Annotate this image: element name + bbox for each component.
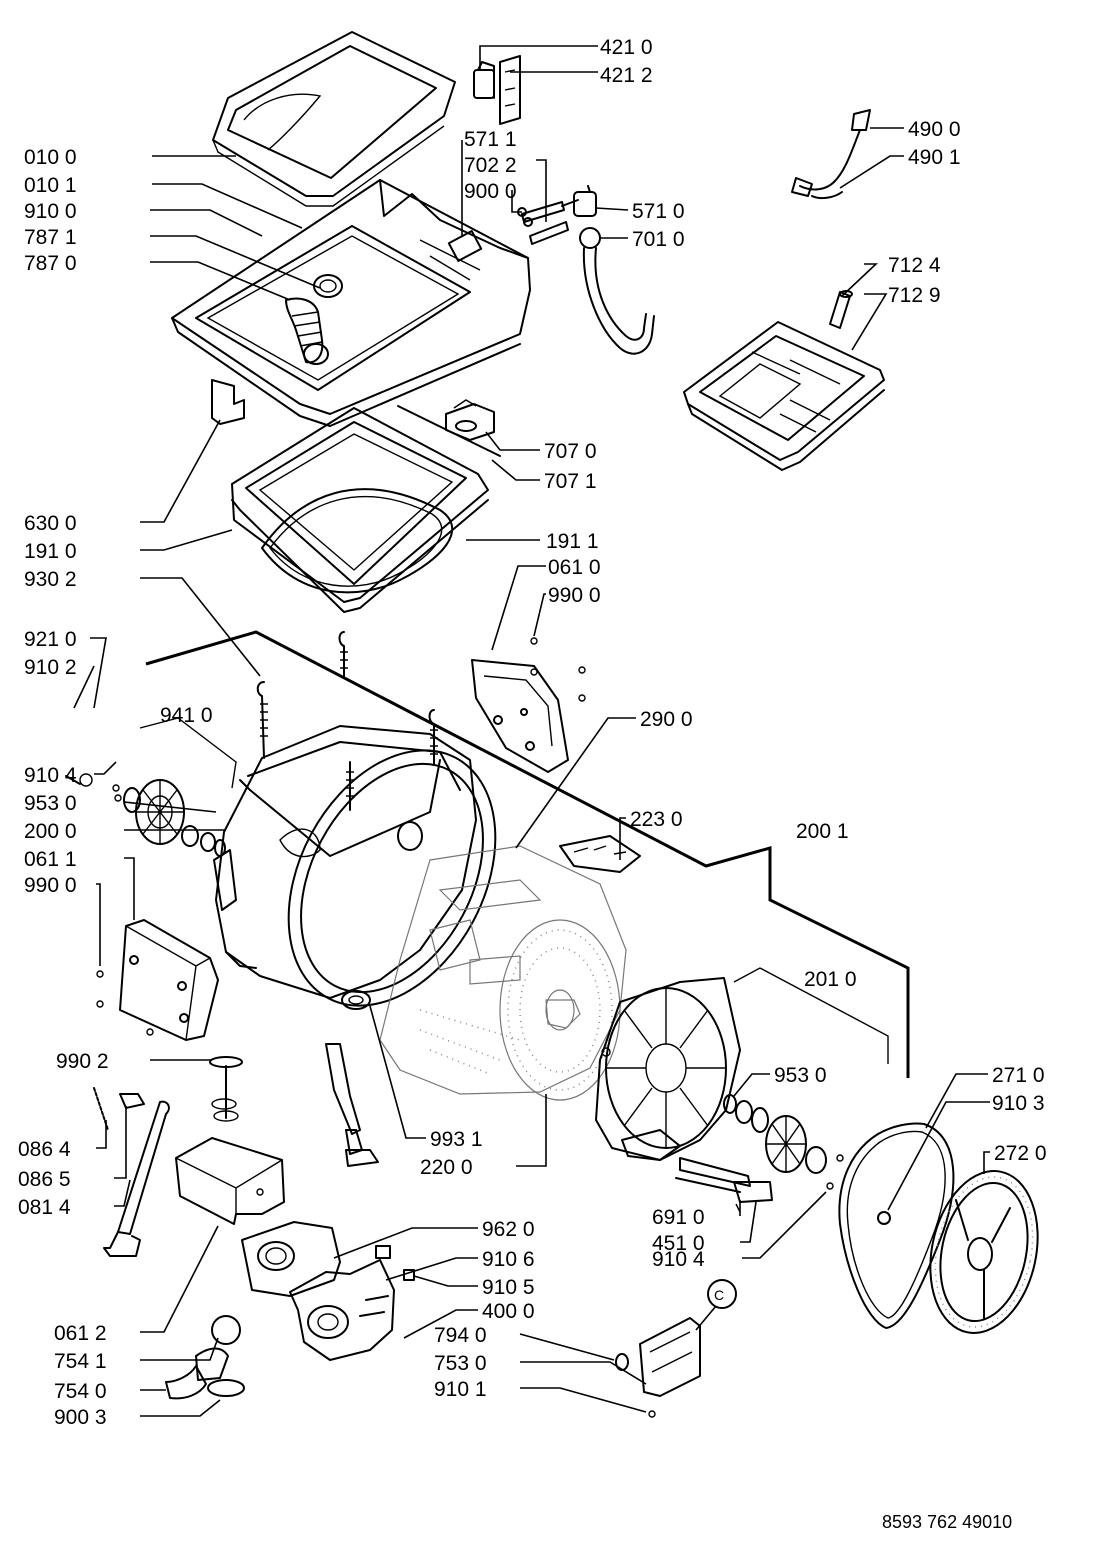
label-990-2: 990 2 bbox=[56, 1050, 109, 1073]
bellows-hose-part bbox=[285, 274, 343, 365]
label-451-0: 451 0 bbox=[652, 1232, 705, 1255]
label-993-1: 993 1 bbox=[430, 1128, 483, 1151]
label-990-0-mid: 990 0 bbox=[24, 874, 77, 897]
label-921-0: 921 0 bbox=[24, 628, 77, 651]
tub-back-part bbox=[595, 977, 741, 1161]
counterweight-part bbox=[471, 637, 586, 773]
label-061-1: 061 1 bbox=[24, 848, 77, 871]
label-753-0: 753 0 bbox=[434, 1352, 487, 1375]
label-191-0: 191 0 bbox=[24, 540, 77, 563]
dispenser-part bbox=[683, 290, 885, 471]
pump-cover-part bbox=[175, 1137, 285, 1225]
label-900-0-top: 900 0 bbox=[464, 180, 517, 203]
suspension-springs-part bbox=[256, 631, 438, 811]
label-990-0-top: 990 0 bbox=[548, 584, 601, 607]
label-400-0: 400 0 bbox=[482, 1300, 535, 1323]
label-900-3: 900 3 bbox=[54, 1406, 107, 1429]
bearing-right-part bbox=[723, 1094, 844, 1190]
label-490-0: 490 0 bbox=[908, 118, 961, 141]
label-010-1: 010 1 bbox=[24, 174, 77, 197]
label-712-9: 712 9 bbox=[888, 284, 941, 307]
leader-lines bbox=[73, 45, 990, 1417]
tub-ring-part bbox=[231, 407, 489, 613]
switch-part bbox=[473, 55, 521, 125]
label-707-0: 707 0 bbox=[544, 440, 597, 463]
label-754-0: 754 0 bbox=[54, 1380, 107, 1403]
label-787-1: 787 1 bbox=[24, 226, 77, 249]
label-086-4: 086 4 bbox=[18, 1138, 71, 1161]
label-271-0: 271 0 bbox=[992, 1064, 1045, 1087]
front-weight-part bbox=[96, 919, 219, 1041]
label-191-1: 191 1 bbox=[546, 530, 599, 553]
label-910-5: 910 5 bbox=[482, 1276, 535, 1299]
label-223-0: 223 0 bbox=[630, 808, 683, 831]
label-787-0: 787 0 bbox=[24, 252, 77, 275]
label-962-0: 962 0 bbox=[482, 1218, 535, 1241]
callout-c-label: C bbox=[714, 1287, 724, 1303]
pulley-part bbox=[929, 1170, 1039, 1334]
label-421-2: 421 2 bbox=[600, 64, 653, 87]
label-953-0-left: 953 0 bbox=[24, 792, 77, 815]
callout-c: C bbox=[695, 1279, 737, 1331]
label-081-4: 081 4 bbox=[18, 1196, 71, 1219]
label-571-1: 571 1 bbox=[464, 128, 517, 151]
label-220-0: 220 0 bbox=[420, 1156, 473, 1179]
tub-group-divider bbox=[145, 630, 910, 1078]
label-910-6: 910 6 bbox=[482, 1248, 535, 1271]
label-061-0: 061 0 bbox=[548, 556, 601, 579]
shock-absorber-part bbox=[93, 1087, 170, 1257]
door-lock-part bbox=[615, 1317, 701, 1418]
label-571-0: 571 0 bbox=[632, 200, 685, 223]
lid-frame-part bbox=[212, 31, 456, 207]
label-290-0: 290 0 bbox=[640, 708, 693, 731]
power-cord-part bbox=[791, 109, 871, 200]
label-702-2: 702 2 bbox=[464, 154, 517, 177]
label-930-2: 930 2 bbox=[24, 568, 77, 591]
label-707-1: 707 1 bbox=[544, 470, 597, 493]
label-910-3: 910 3 bbox=[992, 1092, 1045, 1115]
label-701-0: 701 0 bbox=[632, 228, 685, 251]
label-794-0: 794 0 bbox=[434, 1324, 487, 1347]
label-421-0: 421 0 bbox=[600, 36, 653, 59]
label-086-5: 086 5 bbox=[18, 1168, 71, 1191]
label-941-0: 941 0 bbox=[160, 704, 213, 727]
label-272-0: 272 0 bbox=[994, 1142, 1047, 1165]
label-910-0: 910 0 bbox=[24, 200, 77, 223]
damper-part bbox=[325, 1043, 379, 1167]
label-490-1: 490 1 bbox=[908, 146, 961, 169]
part-number-labels: 421 0 421 2 571 1 702 2 900 0 571 0 701 … bbox=[18, 36, 1047, 1429]
label-754-1: 754 1 bbox=[54, 1350, 107, 1373]
bracket-223-part bbox=[559, 835, 641, 873]
label-691-0: 691 0 bbox=[652, 1206, 705, 1229]
filter-hose-part bbox=[165, 1315, 245, 1400]
tub-front-part bbox=[213, 725, 497, 1010]
label-200-1: 200 1 bbox=[796, 820, 849, 843]
pump-housing-part bbox=[241, 1221, 341, 1297]
label-910-1: 910 1 bbox=[434, 1378, 487, 1401]
inlet-valve-part bbox=[517, 185, 597, 245]
label-201-0: 201 0 bbox=[804, 968, 857, 991]
bearing-left-part bbox=[65, 773, 226, 857]
sensor-part bbox=[397, 399, 501, 457]
label-910-4-right: 910 4 bbox=[652, 1248, 705, 1271]
document-number: 8593 762 49010 bbox=[882, 1512, 1013, 1532]
cover-piece-part bbox=[211, 379, 245, 425]
label-712-4: 712 4 bbox=[888, 254, 941, 277]
label-061-2: 061 2 bbox=[54, 1322, 107, 1345]
label-953-0-right: 953 0 bbox=[774, 1064, 827, 1087]
label-910-2: 910 2 bbox=[24, 656, 77, 679]
back-group-bracket bbox=[733, 967, 889, 1064]
belt-part bbox=[838, 1122, 955, 1329]
label-630-0: 630 0 bbox=[24, 512, 77, 535]
bearing-group-bracket bbox=[139, 717, 237, 789]
top-frame-part bbox=[171, 179, 531, 427]
label-010-0: 010 0 bbox=[24, 146, 77, 169]
drum-part bbox=[379, 845, 627, 1101]
pin-part bbox=[209, 1056, 243, 1122]
heater-part bbox=[675, 1157, 773, 1213]
drain-pump-part bbox=[289, 1245, 415, 1361]
label-910-4-left: 910 4 bbox=[24, 764, 77, 787]
label-200-0: 200 0 bbox=[24, 820, 77, 843]
